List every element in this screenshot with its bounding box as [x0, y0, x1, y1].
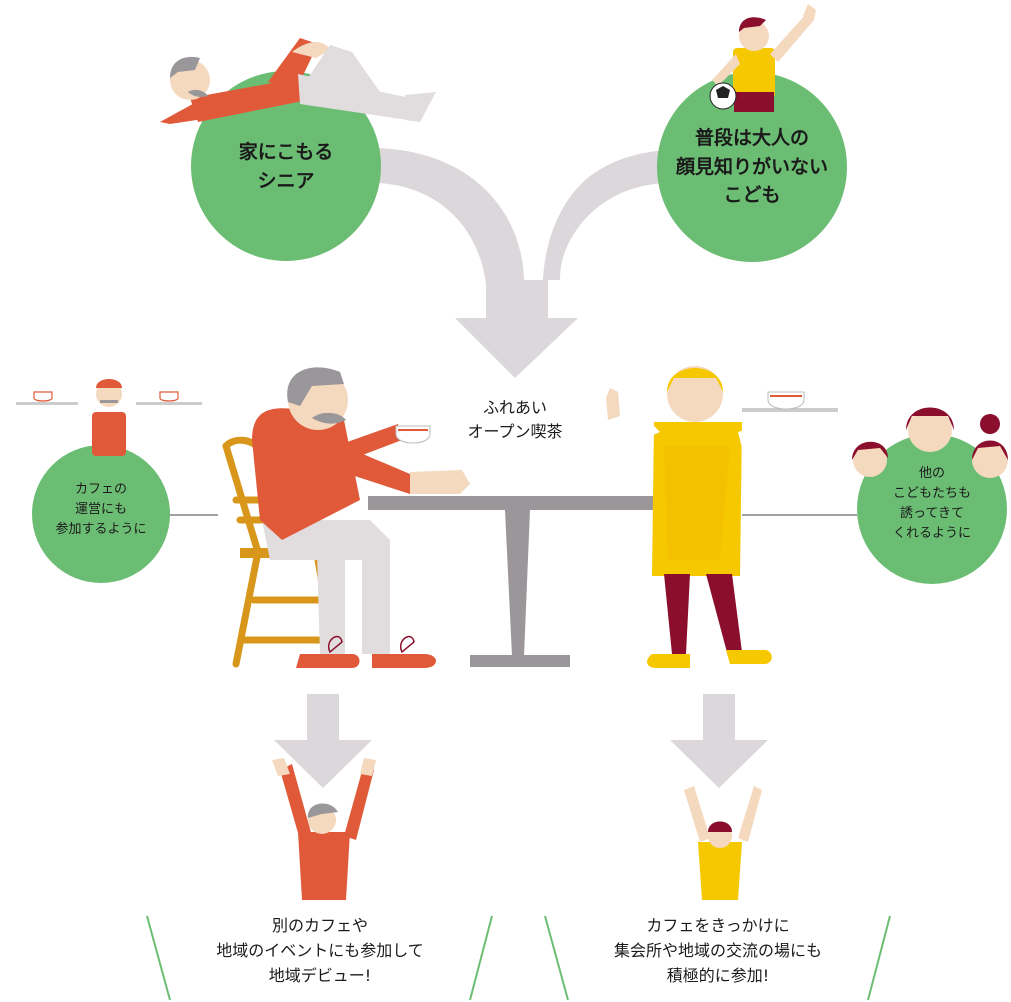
bubble-senior-home-circle [191, 71, 381, 261]
bracket-left-child [544, 915, 569, 1001]
bubble-child-line: 顔見知りがいない [675, 155, 828, 178]
bubble-cafe-operation-line: 参加するように [55, 522, 147, 538]
outcome-senior-line: 地域デビュー! [268, 965, 372, 985]
bracket-right-child [867, 915, 891, 1001]
bubble-invite-line: 他の [918, 466, 945, 481]
center-label-line: ふれあい [482, 398, 547, 417]
bubble-senior-home-line: 家にこもる [238, 141, 334, 163]
down-arrow-left [274, 694, 372, 788]
center-label: ふれあい オープン喫茶 [440, 396, 590, 444]
bubble-child-line: こども [723, 184, 781, 206]
bubble-invite-line: こどもたちも [892, 486, 971, 502]
outcome-senior-text: 別のカフェや 地域のイベントにも参加して 地域デビュー! [170, 914, 470, 988]
cheering-child-icon [684, 786, 762, 900]
lying-senior-icon [160, 38, 436, 124]
table-icon [368, 496, 672, 667]
bubble-senior-home-text: 家にこもる シニア [196, 138, 376, 195]
bubble-invite-line: くれるように [892, 526, 971, 542]
outcome-child-line: 集会所や地域の交流の場にも [613, 940, 822, 960]
bubble-cafe-operation-text: カフェの 運営にも 参加するように [36, 480, 166, 540]
bubble-invite-circle [857, 434, 1007, 584]
bubble-cafe-operation-circle [32, 445, 170, 583]
bracket-left-senior [146, 915, 171, 1001]
center-label-line: オープン喫茶 [467, 422, 563, 441]
merge-arrow [375, 148, 668, 378]
bracket-right-senior [469, 915, 493, 1001]
bubble-cafe-operation-line: 運営にも [74, 502, 127, 518]
bubble-senior-home-line: シニア [257, 169, 315, 192]
seated-senior-icon [252, 367, 470, 668]
outcome-child-line: カフェをきっかけに [646, 916, 790, 935]
down-arrow-right [670, 694, 768, 788]
bubble-cafe-operation-line: カフェの [74, 482, 127, 497]
bubble-child-line: 普段は大人の [694, 127, 809, 149]
outcome-senior-line: 地域のイベントにも参加して [216, 940, 424, 960]
waving-child-soccer-icon [709, 4, 816, 112]
cheering-senior-icon [272, 758, 376, 900]
bubble-child-text: 普段は大人の 顔見知りがいない こども [662, 124, 842, 210]
outcome-child-text: カフェをきっかけに 集会所や地域の交流の場にも 積極的に参加! [568, 914, 868, 988]
bubble-invite-text: 他の こどもたちも 誘ってきて くれるように [872, 464, 992, 545]
outcome-child-line: 積極的に参加! [666, 965, 770, 985]
bubble-child-circle [657, 72, 847, 262]
standing-child-waiter-icon [606, 366, 838, 668]
children-group-icon [852, 407, 1008, 478]
senior-waiter-icon [16, 379, 202, 456]
bubble-invite-line: 誘ってきて [900, 506, 964, 522]
outcome-senior-line: 別のカフェや [271, 916, 368, 935]
